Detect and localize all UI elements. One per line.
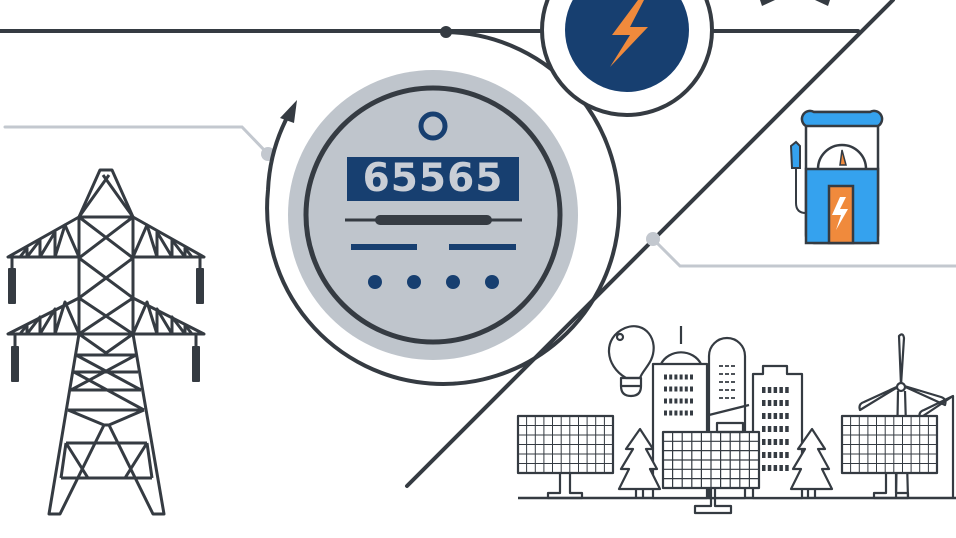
insulator-icons: [8, 268, 204, 382]
solar-panel-icon: [840, 414, 939, 500]
solar-building-icon: [661, 421, 761, 515]
light-bulb-icon: [607, 325, 655, 398]
city-renewables-scene: [516, 325, 956, 515]
lightning-badge: [540, 0, 714, 117]
wind-turbine-icon: [858, 333, 947, 499]
lightning-bolt-icon: [610, 0, 648, 67]
tree-icon: [789, 427, 834, 498]
solar-panel-icon: [516, 414, 615, 500]
building-right-icon: [751, 364, 804, 500]
ev-charging-station-icon: [789, 109, 884, 245]
tree-icon: [617, 427, 662, 498]
transmission-tower-icon: [6, 168, 206, 516]
meter-indicator-ring: [418, 111, 448, 141]
electric-meter: [288, 70, 578, 360]
partial-icon-top: [760, 0, 830, 6]
arrow-head-icon: [280, 100, 297, 123]
meter-reading: 65565: [347, 157, 519, 201]
